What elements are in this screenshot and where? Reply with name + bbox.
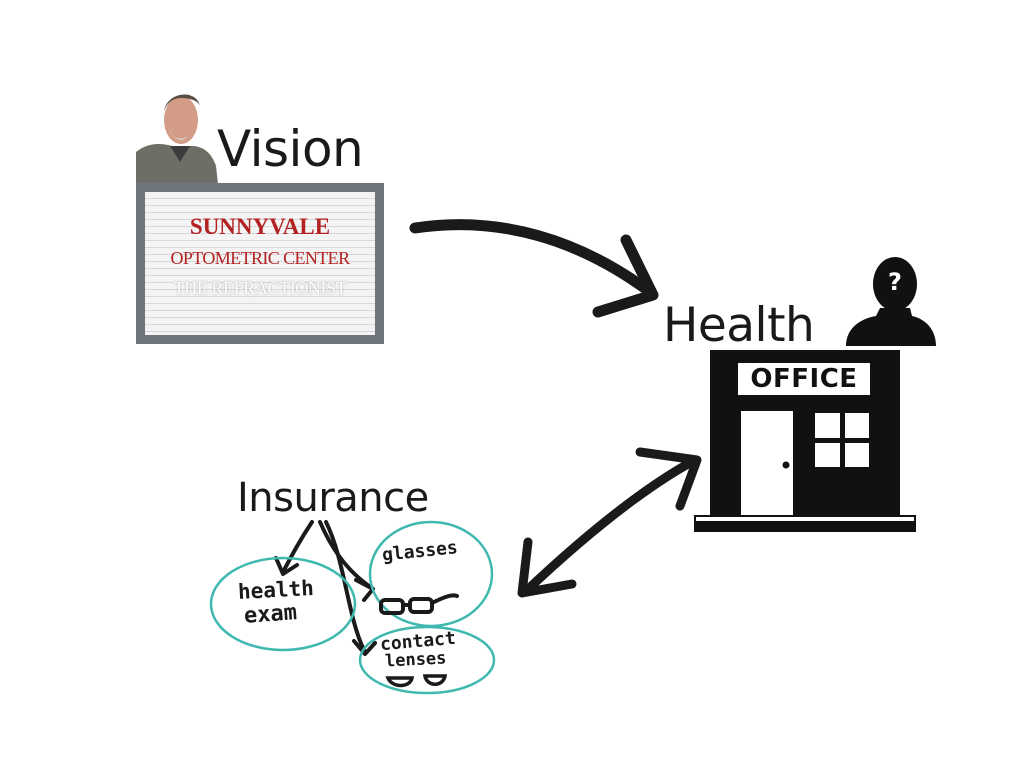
circle-contact-lenses — [358, 625, 496, 695]
office-sign: OFFICE — [735, 360, 873, 398]
person-photo — [136, 84, 220, 184]
question-mark: ? — [888, 268, 902, 296]
arrow-insurance-to-contact-lenses — [324, 520, 367, 654]
insurance-title: Insurance — [237, 475, 429, 521]
optometry-sign: SUNNYVALE OPTOMETRIC CENTER THE REFRACTI… — [136, 183, 384, 344]
arrow-insurance-health — [520, 455, 700, 597]
arrowhead-to-health — [635, 447, 702, 511]
sign-panel: SUNNYVALE OPTOMETRIC CENTER THE REFRACTI… — [145, 192, 375, 335]
health-exam-label-line-1: health — [237, 576, 315, 604]
contact-lenses-label-line-2: lenses — [384, 648, 447, 672]
arrow-insurance-to-glasses — [318, 520, 374, 590]
arrowhead-to-insurance — [517, 537, 577, 598]
circle-health-exam — [209, 556, 357, 652]
glasses-icon — [379, 593, 459, 615]
person-silhouette-icon: ? — [846, 257, 936, 346]
health-exam-label-line-2: exam — [243, 600, 298, 629]
sign-line-tagline: THE REFRACTIONIST — [173, 278, 347, 298]
vision-title: Vision — [217, 120, 364, 178]
arrow-insurance-to-health-exam — [281, 520, 314, 574]
health-title: Health — [663, 298, 815, 353]
arrowhead-vision-to-health — [592, 234, 659, 318]
arrowhead-health-exam — [274, 556, 299, 576]
arrow-vision-to-health — [409, 219, 656, 298]
sign-line-center: OPTOMETRIC CENTER — [170, 248, 351, 268]
sign-line-name: SUNNYVALE — [189, 214, 331, 239]
contact-lens-icon — [385, 674, 448, 688]
arrowhead-contact-lenses — [352, 639, 377, 656]
